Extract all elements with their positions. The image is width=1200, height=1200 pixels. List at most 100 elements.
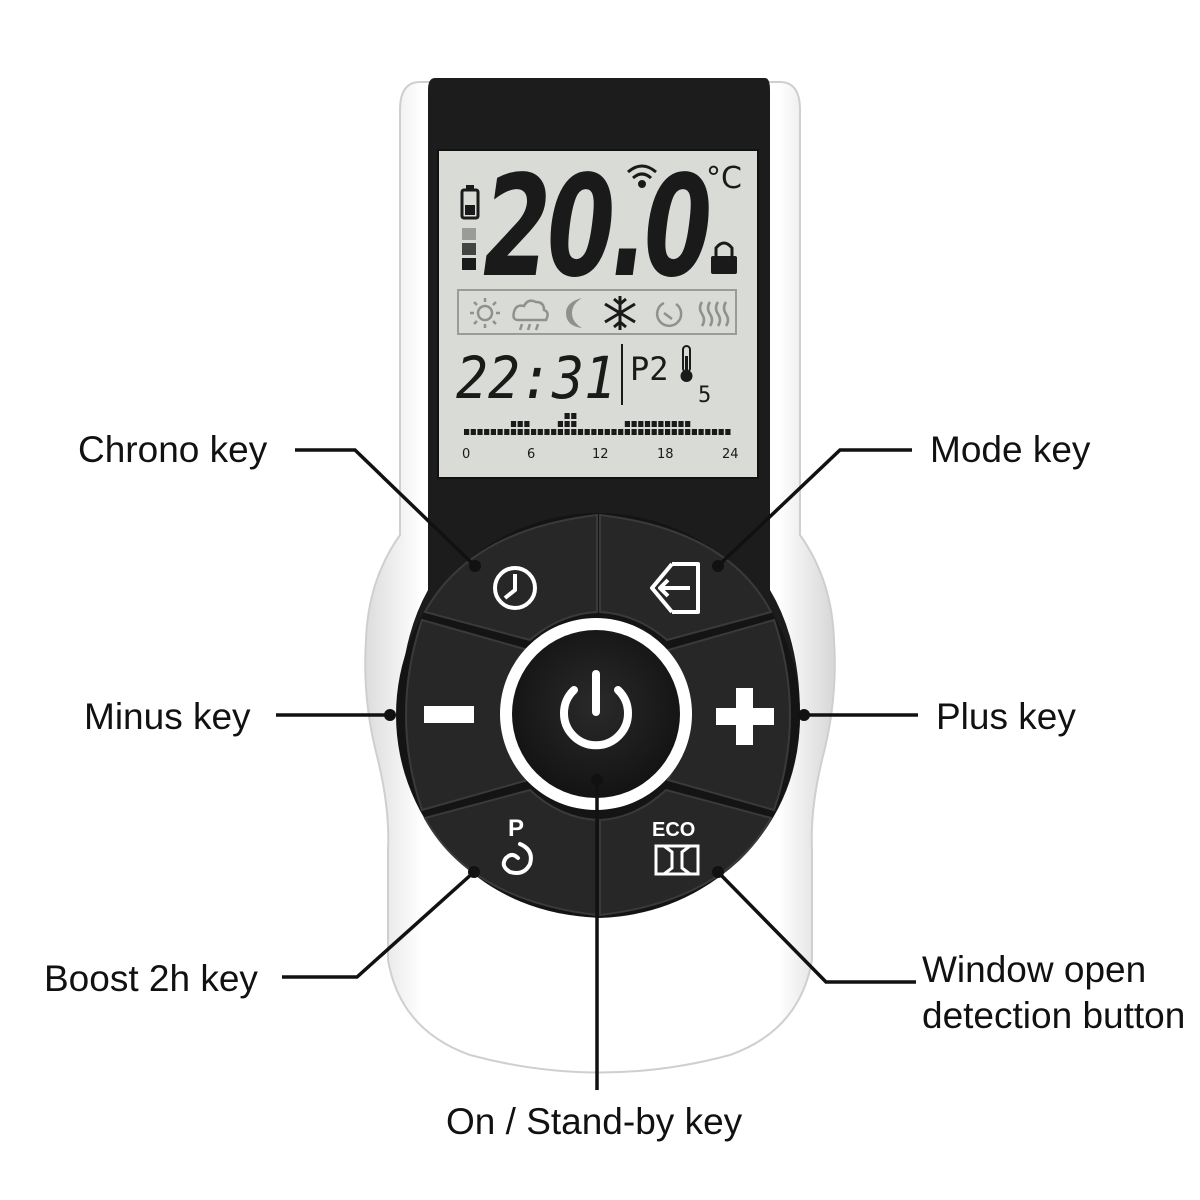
minus-icon <box>424 706 474 723</box>
timeline-bar-segment <box>551 429 557 435</box>
timeline-tick-label: 6 <box>527 447 535 462</box>
timeline-bar-segment <box>725 429 731 435</box>
enter-arrow-icon <box>650 562 700 614</box>
timeline-bar-segment <box>638 421 644 427</box>
timeline-bar-segment <box>665 421 671 427</box>
heat-waves-icon <box>698 301 730 327</box>
timeline-bar-segment <box>644 429 651 435</box>
chrono-key[interactable] <box>423 513 598 642</box>
eco-key-label: ECO <box>652 819 695 841</box>
signal-level-bar <box>462 228 476 270</box>
timeline-bar-segment <box>531 429 537 435</box>
timeline-bar-segment <box>631 421 637 427</box>
timeline-bar-segment <box>685 421 691 427</box>
sun-icon <box>470 298 500 328</box>
timeline-bar-segment <box>571 421 577 427</box>
callout-boost-key: Boost 2h key <box>44 958 258 999</box>
timeline-bar-segment <box>624 429 630 435</box>
timeline-bar-segment <box>564 429 570 435</box>
timeline-bar-segment <box>638 429 644 435</box>
plus-icon <box>716 688 774 745</box>
leader-chrono <box>295 448 477 568</box>
temperature-unit: °C <box>706 161 742 196</box>
leader-lines <box>276 448 918 1090</box>
timeline-bar-segment <box>671 429 677 435</box>
spiral-icon <box>501 842 533 875</box>
timeline-bar-segment <box>557 429 563 435</box>
callout-window-line1: Window open <box>922 949 1147 990</box>
timeline-bar-segment <box>537 429 543 435</box>
timeline-bar-segment <box>718 429 724 435</box>
timeline-bar-segment <box>464 429 470 435</box>
timeline-bar-segment <box>470 429 476 435</box>
boost-key[interactable] <box>423 788 598 917</box>
timeline-bar-segment <box>557 421 563 427</box>
callout-mode-key: Mode key <box>930 429 1091 470</box>
callout-power-key: On / Stand-by key <box>446 1101 743 1142</box>
timeline-tick-label: 24 <box>722 447 739 462</box>
timeline-bar-segment <box>671 421 677 427</box>
timeline-bar-segment <box>678 429 684 435</box>
timeline-bar-segment <box>598 429 604 435</box>
timeline-bar-segment <box>665 429 671 435</box>
timeline-bar-segment <box>497 429 503 435</box>
timeline-bar-segment <box>524 429 530 435</box>
timeline-bar-segment <box>631 429 637 435</box>
program-digit: 5 <box>698 383 711 408</box>
timeline-bar-segment <box>651 429 657 435</box>
timeline-bar-segment <box>658 429 664 435</box>
timeline-tick-label: 0 <box>462 447 470 462</box>
power-icon <box>560 670 632 750</box>
timeline-bar-segment <box>591 429 597 435</box>
timeline-bar-segment <box>517 429 523 435</box>
callout-chrono-key: Chrono key <box>78 429 268 470</box>
timeline-bar-segment <box>564 421 570 427</box>
clock-readout: 22:31 <box>456 344 616 412</box>
timeline-bar-segment <box>698 429 704 435</box>
timeline-bar-segment <box>658 421 664 427</box>
temperature-readout: 20.0 <box>483 146 709 309</box>
mode-key[interactable] <box>599 513 773 642</box>
timeline-bar-segment <box>544 429 550 435</box>
timeline-bar-segment <box>584 429 590 435</box>
mode-icon-strip <box>457 289 737 335</box>
moon-icon <box>566 298 582 328</box>
leader-dots <box>384 560 810 878</box>
timeline-bar-segment <box>705 429 711 435</box>
timeline-bar-segment <box>571 429 577 435</box>
timeline-bar-segment <box>564 413 570 419</box>
timeline-bar-segment <box>678 421 684 427</box>
timeline-bar-segment <box>604 429 610 435</box>
snowflake-icon <box>604 296 636 330</box>
lock-icon <box>711 241 737 274</box>
timeline-axis: 0 6 12 18 24 <box>462 447 739 462</box>
timeline-bar-segment <box>618 429 624 435</box>
callout-minus-key: Minus key <box>84 696 251 737</box>
wifi-icon <box>627 164 657 188</box>
timeline-bar-segment <box>571 413 577 419</box>
timeline-bar-segment <box>685 429 691 435</box>
leader-boost <box>282 870 476 979</box>
timeline-bar-segment <box>484 429 490 435</box>
callout-plus-key: Plus key <box>936 696 1076 737</box>
timeline-tick-label: 12 <box>592 447 609 462</box>
timeline-bar-segment <box>524 421 530 427</box>
eco-key[interactable] <box>599 788 773 917</box>
callout-window-line2: detection button <box>922 995 1186 1036</box>
timeline-bar-segment <box>711 429 718 435</box>
timeline-bar-segment <box>517 421 523 427</box>
clock-icon <box>493 566 537 610</box>
timeline-bar-segment <box>691 429 697 435</box>
timeline-bar-segment <box>577 429 584 435</box>
battery-icon <box>460 185 480 220</box>
leader-mode <box>716 448 912 568</box>
timeline-bar-segment <box>477 429 483 435</box>
timer-icon <box>655 301 683 328</box>
cloud-icon <box>512 299 549 331</box>
window-icon <box>654 844 700 876</box>
timeline-tick-label: 18 <box>657 447 674 462</box>
program-label: P2 <box>630 350 669 388</box>
timeline-bar-segment <box>510 429 517 435</box>
timeline-bars <box>464 413 731 435</box>
timeline-bar-segment <box>490 429 496 435</box>
